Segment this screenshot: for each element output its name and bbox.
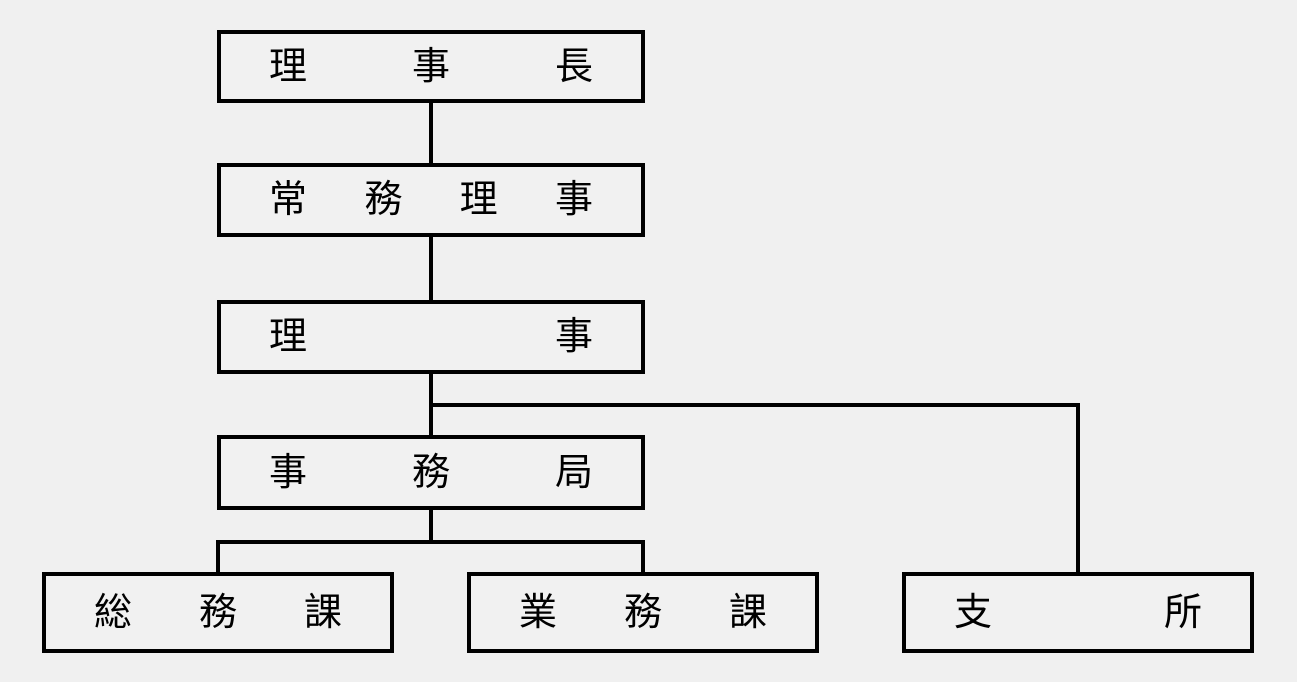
org-box-director-label: 理事	[269, 316, 593, 358]
org-box-operations-section: 業務課	[467, 572, 819, 653]
org-box-branch-office-label: 支所	[954, 591, 1202, 634]
org-box-secretariat-label: 事務局	[269, 451, 593, 494]
org-box-exec-director: 常務理事	[217, 163, 645, 237]
connector-chairman-exec-director	[429, 101, 433, 165]
org-box-general-affairs-section: 総務課	[42, 572, 394, 653]
org-box-branch-office: 支所	[902, 572, 1254, 653]
org-box-general-affairs-label: 総務課	[94, 591, 342, 634]
connector-drop-operations	[641, 540, 645, 574]
connector-director-branch-horizontal	[429, 403, 1080, 407]
org-box-chairman-label: 理事長	[269, 45, 593, 88]
connector-secretariat-stub	[429, 508, 433, 544]
connector-director-branch-vertical	[1076, 403, 1080, 574]
org-box-secretariat: 事務局	[217, 435, 645, 510]
connector-secretariat-sections-horizontal	[216, 540, 645, 544]
org-box-operations-label: 業務課	[519, 591, 767, 634]
org-box-director: 理事	[217, 300, 645, 374]
org-box-exec-director-label: 常務理事	[269, 179, 593, 221]
connector-exec-director-director	[429, 235, 433, 302]
org-box-chairman: 理事長	[217, 30, 645, 103]
connector-drop-general-affairs	[216, 540, 220, 574]
